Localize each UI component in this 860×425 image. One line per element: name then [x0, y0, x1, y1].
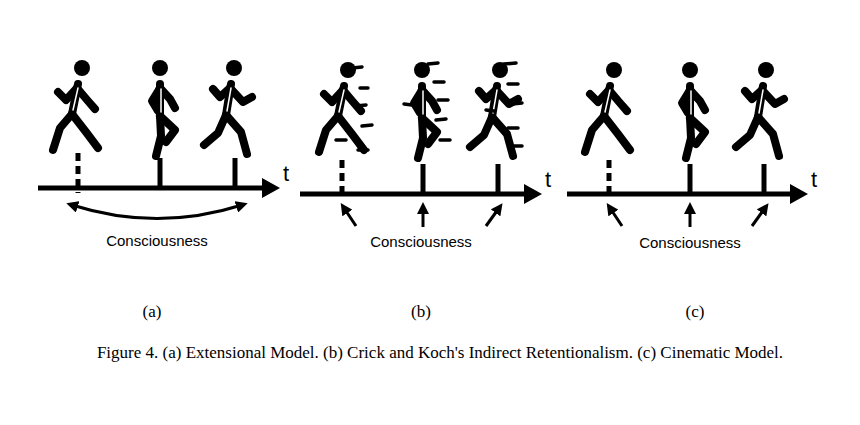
runner-figure: [585, 62, 630, 152]
figure-caption: Figure 4. (a) Extensional Model. (b) Cri…: [97, 343, 783, 363]
pointer-arrow: [752, 208, 765, 226]
time-axis: [38, 186, 266, 191]
pointer-arrow: [422, 208, 425, 227]
panel-label: (a): [143, 302, 162, 322]
pointer-arrow: [344, 208, 356, 226]
panel-label: (b): [411, 302, 431, 322]
axis-label: t: [283, 161, 289, 186]
runner-figure: [152, 60, 175, 156]
consciousness-label: Consciousness: [106, 232, 208, 249]
motion-streaks: [336, 63, 522, 150]
runner-figure: [204, 60, 252, 154]
consciousness-label: Consciousness: [370, 233, 472, 250]
time-tick: [421, 164, 426, 196]
axis-arrowhead: [524, 184, 542, 204]
runner-figure: [53, 60, 98, 150]
pointer-arrow: [689, 208, 692, 227]
span-arrow: [72, 205, 242, 219]
runner-figure: [414, 62, 437, 158]
consciousness-label: Consciousness: [639, 234, 741, 251]
time-axis: [300, 192, 528, 197]
runner-figure: [470, 62, 518, 156]
time-tick: [158, 158, 163, 190]
time-tick: [762, 164, 767, 196]
panel-b: [300, 62, 542, 227]
runner-figure: [682, 62, 705, 158]
runner-figure: [736, 62, 784, 156]
panel-label: (c): [686, 302, 705, 322]
pointer-arrow: [486, 208, 499, 226]
axis-label: t: [811, 167, 817, 192]
pointer-arrow: [610, 208, 622, 226]
time-axis: [567, 192, 794, 197]
time-tick: [233, 158, 238, 190]
axis-label: t: [545, 167, 551, 192]
panel-a: [38, 60, 280, 219]
time-tick: [688, 164, 693, 196]
panel-c: [567, 62, 808, 227]
axis-arrowhead: [790, 184, 808, 204]
axis-arrowhead: [262, 178, 280, 198]
time-tick: [496, 164, 501, 196]
